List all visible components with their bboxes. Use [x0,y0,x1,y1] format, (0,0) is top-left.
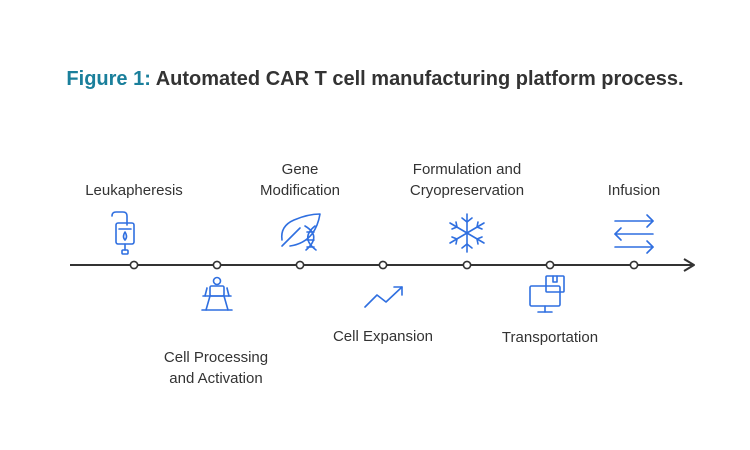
robot-arm-icon [201,276,233,311]
node-cell-expansion [378,260,388,270]
node-transportation [545,260,555,270]
figure-title: Figure 1: Automated CAR T cell manufactu… [0,68,750,91]
step-label-infusion: Infusion [607,182,661,199]
step-label-leukapheresis: Leukapheresis [85,182,183,199]
node-cell-processing [212,260,222,270]
node-gene-modification [295,260,305,270]
trend-up-icon [364,286,403,308]
snowflake-icon [449,213,485,253]
monitor-box-icon [529,275,565,313]
step-label-cell-expansion: Cell Expansion [332,328,434,345]
node-leukapheresis [129,260,139,270]
step-label-transportation: Transportation [501,329,599,346]
step-label-gene-modification: Gene Modification [259,161,341,199]
node-formulation [462,260,472,270]
step-label-formulation: Formulation and Cryopreservation [409,161,525,199]
exchange-arrows-icon [614,214,654,254]
leaf-dna-icon [280,213,321,251]
iv-bag-icon [111,211,135,255]
node-infusion [629,260,639,270]
figure-caption: Automated CAR T cell manufacturing platf… [155,68,684,90]
figure-label: Figure 1: [66,68,151,90]
timeline-arrowhead [683,258,695,272]
timeline-nodes [129,260,639,270]
step-label-cell-processing: Cell Processing and Activation [163,349,269,387]
